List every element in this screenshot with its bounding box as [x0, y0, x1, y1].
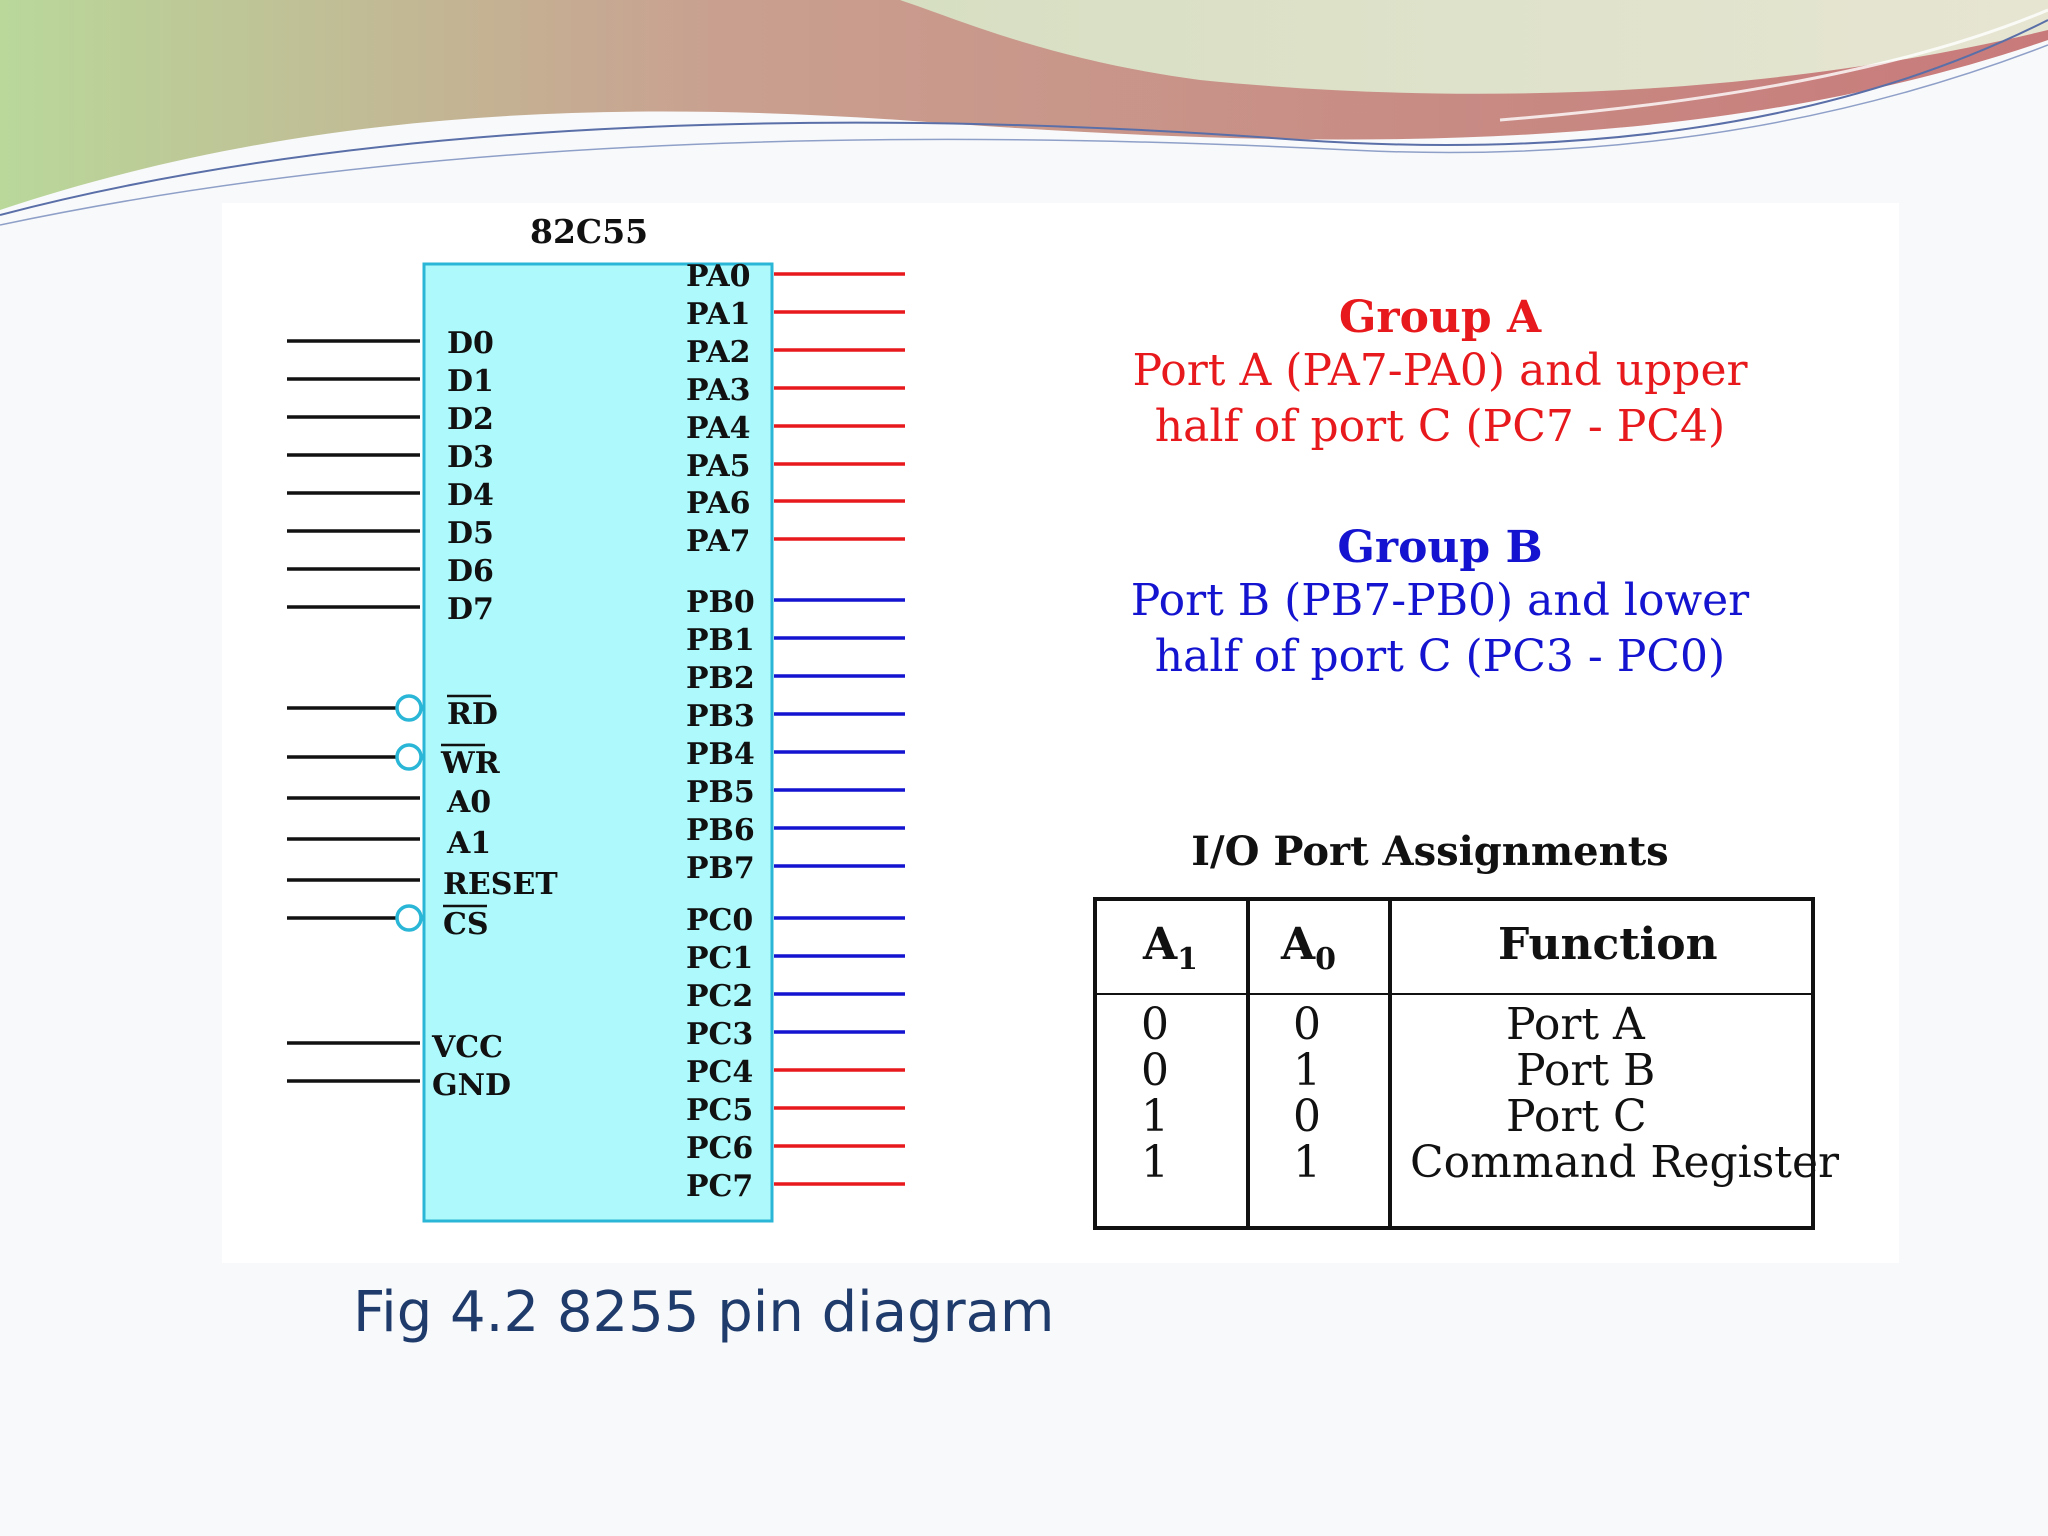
table-cell-function: Port C [1506, 1091, 1647, 1142]
table-header-a0: A0 [1281, 919, 1337, 977]
active-low-bubble [395, 694, 423, 722]
pin-label-pa3: PA3 [686, 373, 751, 408]
group-a-line2: half of port C (PC7 - PC4) [1154, 401, 1726, 452]
pin-label-d0: D0 [447, 326, 494, 361]
table-header-function: Function [1498, 919, 1718, 970]
pin-label-d7: D7 [447, 592, 494, 627]
pin-label-d1: D1 [447, 364, 494, 399]
table-cell-a0: 1 [1293, 1045, 1321, 1096]
pin-label-pb7: PB7 [686, 851, 755, 886]
pin-label-d5: D5 [447, 516, 494, 551]
group-a-line1: Port A (PA7-PA0) and upper [1132, 345, 1748, 396]
figure-caption: Fig 4.2 8255 pin diagram [353, 1280, 1055, 1345]
pin-label-wr: WR [440, 746, 501, 781]
table-cell-function: Command Register [1410, 1137, 1840, 1188]
pin-label-pb0: PB0 [686, 585, 755, 620]
pin-label-pa0: PA0 [686, 259, 751, 294]
active-low-bubble [395, 743, 423, 771]
pin-label-d4: D4 [447, 478, 494, 513]
pin-label-d3: D3 [447, 440, 494, 475]
right-pin-group: PA0PA1PA2PA3PA4PA5PA6PA7PB0PB1PB2PB3PB4P… [686, 259, 905, 1204]
active-low-bubble [395, 904, 423, 932]
pin-label-d2: D2 [447, 402, 494, 437]
group-a-title: Group A [1338, 292, 1542, 343]
pin-label-rd: RD [447, 697, 498, 732]
pin-label-pb2: PB2 [686, 661, 755, 696]
pin-label-pc1: PC1 [686, 941, 753, 976]
table-cell-a0: 0 [1293, 1091, 1321, 1142]
table-cell-a1: 1 [1141, 1137, 1169, 1188]
pin-label-vcc: VCC [431, 1030, 503, 1065]
pin-label-pb3: PB3 [686, 699, 755, 734]
pin-label-pc6: PC6 [686, 1131, 753, 1166]
table-grid [1093, 897, 1815, 1230]
table-cell-function: Port A [1506, 999, 1645, 1050]
pin-label-pc4: PC4 [686, 1055, 753, 1090]
pin-label-pb5: PB5 [686, 775, 755, 810]
io-port-table: A1 A0 Function 0 0 Port A 0 1 Port B 1 0… [1093, 897, 1839, 1230]
group-b-title: Group B [1337, 522, 1543, 573]
table-cell-function: Port B [1516, 1045, 1656, 1096]
pin-label-d6: D6 [447, 554, 494, 589]
pin-label-a1: A1 [446, 826, 491, 861]
chip-body [422, 262, 774, 1223]
table-cell-a1: 0 [1141, 1045, 1169, 1096]
pin-label-pa7: PA7 [686, 524, 751, 559]
pin-label-pb1: PB1 [686, 623, 755, 658]
pin-label-pa5: PA5 [686, 449, 751, 484]
pin-label-pb4: PB4 [686, 737, 755, 772]
pin-label-cs: CS [443, 907, 489, 942]
pin-label-pa4: PA4 [686, 411, 751, 446]
io-table-title: I/O Port Assignments [1191, 828, 1669, 875]
table-cell-a1: 0 [1141, 999, 1169, 1050]
pin-label-reset: RESET [443, 867, 558, 902]
table-header-a1: A1 [1143, 919, 1199, 977]
pin-label-pc0: PC0 [686, 903, 753, 938]
group-b-line1: Port B (PB7-PB0) and lower [1130, 575, 1750, 626]
pin-label-pc2: PC2 [686, 979, 753, 1014]
pin-label-gnd: GND [432, 1068, 511, 1103]
table-cell-a1: 1 [1141, 1091, 1169, 1142]
table-cell-a0: 0 [1293, 999, 1321, 1050]
pin-label-pa2: PA2 [686, 335, 751, 370]
pin-label-pc7: PC7 [686, 1169, 753, 1204]
group-a-description: Group A Port A (PA7-PA0) and upper half … [1120, 292, 1760, 455]
pin-label-pb6: PB6 [686, 813, 755, 848]
pin-label-pc3: PC3 [686, 1017, 753, 1052]
group-b-description: Group B Port B (PB7-PB0) and lower half … [1120, 522, 1760, 685]
pin-label-pc5: PC5 [686, 1093, 753, 1128]
pin-label-a0: A0 [446, 785, 491, 820]
pin-label-pa1: PA1 [686, 297, 751, 332]
group-b-line2: half of port C (PC3 - PC0) [1154, 631, 1726, 682]
chip-title: 82C55 [530, 212, 649, 251]
table-cell-a0: 1 [1293, 1137, 1321, 1188]
pin-label-pa6: PA6 [686, 486, 751, 521]
